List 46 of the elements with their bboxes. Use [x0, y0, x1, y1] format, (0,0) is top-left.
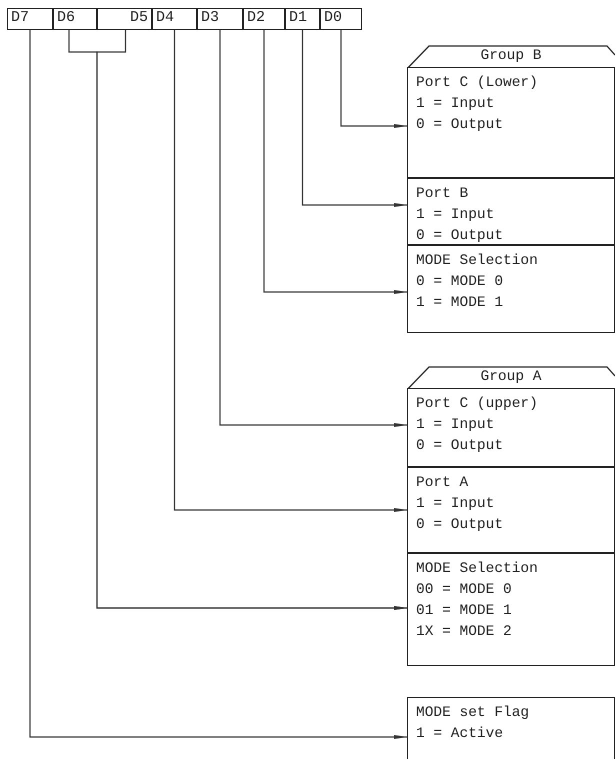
connector-arrow — [219, 30, 408, 427]
field-title: Port C (upper) — [416, 395, 539, 414]
register-field-box — [407, 553, 615, 666]
bit-cell: D7 — [7, 8, 53, 30]
register-field-box — [407, 697, 615, 759]
field-title: MODE Selection — [416, 252, 539, 271]
connector-arrow — [29, 30, 408, 739]
register-field-box — [407, 245, 615, 333]
bit-cell: D1 — [285, 8, 320, 30]
field-value: 0 = Output — [416, 227, 504, 246]
field-value: 1 = Active — [416, 725, 504, 744]
register-field-box — [407, 67, 615, 178]
connector-arrow — [263, 30, 408, 294]
bit-cell: D6 — [53, 8, 97, 30]
field-title: MODE Selection — [416, 560, 539, 579]
field-value: 0 = MODE 0 — [416, 273, 504, 292]
bit-cell: D2 — [243, 8, 285, 30]
field-title: MODE set Flag — [416, 704, 530, 723]
field-value: 1 = Input — [416, 95, 496, 114]
field-value: 01 = MODE 1 — [416, 602, 513, 621]
field-value: 1 = Input — [416, 206, 496, 225]
group-panel — [407, 366, 615, 666]
bit-cell: D0 — [320, 8, 362, 30]
register-field-box — [407, 388, 615, 467]
connector-arrow — [174, 30, 408, 512]
field-title: Port B — [416, 185, 470, 204]
field-value: 1 = Input — [416, 495, 496, 514]
register-field-box — [407, 467, 615, 553]
bit-cell: D4 — [152, 8, 197, 30]
connector-arrow — [340, 30, 408, 128]
field-value: 0 = Output — [416, 437, 504, 456]
register-field-box — [407, 178, 615, 245]
field-value: 1 = MODE 1 — [416, 294, 504, 313]
field-value: 1 = Input — [416, 416, 496, 435]
group-panel — [407, 45, 615, 333]
field-value: 0 = Output — [416, 116, 504, 135]
field-title: Port A — [416, 474, 470, 493]
group-heading: Group B — [480, 47, 542, 66]
field-title: Port C (Lower) — [416, 74, 539, 93]
group-heading: Group A — [480, 368, 542, 387]
bit-cell: D3 — [197, 8, 243, 30]
connector-arrow — [302, 30, 408, 207]
field-value: 0 = Output — [416, 516, 504, 535]
bit-cell: D5 — [97, 8, 152, 30]
field-value: 1X = MODE 2 — [416, 623, 513, 642]
field-value: 00 = MODE 0 — [416, 581, 513, 600]
